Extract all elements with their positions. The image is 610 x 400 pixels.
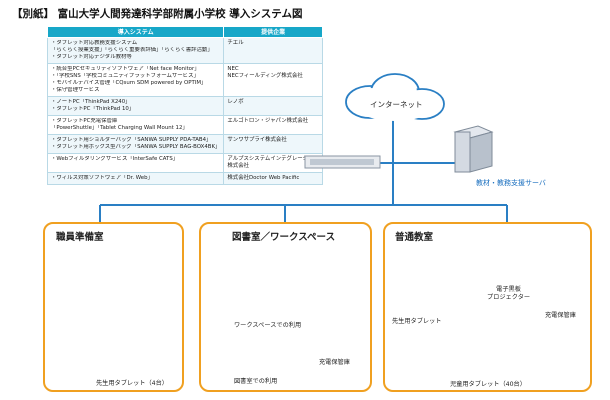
blackboard-label: 電子黒板 プロジェクター xyxy=(487,286,531,301)
library-panel xyxy=(199,222,372,392)
classroom-title: 普通教室 xyxy=(395,232,434,243)
system-cell: ・ウィルス対策ソフトウェア「Dr. Web」 xyxy=(46,172,225,185)
table-row: ・Webフィルタリングサービス「InterSafe CATS」 アルプスシステムイ… xyxy=(46,153,323,173)
company-cell: 株式会社Doctor Web Pacific xyxy=(223,172,323,185)
library-charger-label: 充電保管庫 xyxy=(319,359,350,366)
system-item: ・ウィルス対策ソフトウェア「Dr. Web」 xyxy=(51,175,153,181)
system-item: ・タブレット用ショルダーバッグ「SANWA SUPPLY PDA-TAB4」 xyxy=(51,137,212,143)
teacher-tablet-label: 先生用タブレット xyxy=(392,318,442,325)
table-row: ・タブレット対応教務支援システム「らくらく授業支援」「らくらく重要表評価」「らく… xyxy=(46,37,323,64)
system-item: ・タブレット対応デジタル教材等 xyxy=(51,54,132,60)
company-cell: チエル xyxy=(223,37,323,64)
network-switch-icon xyxy=(304,155,381,169)
system-item: ・タブレットPC「ThinkPad 10」 xyxy=(51,106,135,112)
network-lines xyxy=(99,118,508,222)
company-cell: NEC NECフィールディング株式会社 xyxy=(223,63,323,97)
page-title: 【別紙】 富山大学人間発達科学部附属小学校 導入システム図 xyxy=(12,8,303,20)
workspace-label: ワークスペースでの利用 xyxy=(234,322,302,329)
system-table: 導入システム 提供企業 ・タブレット対応教務支援システム「らくらく授業支援」「ら… xyxy=(46,26,323,185)
staff-room-title: 職員準備室 xyxy=(56,232,104,243)
library-usage-label: 図書室での利用 xyxy=(234,378,278,385)
table-row: ・タブレットPC充電保管庫「PowerShuttle」「Tablet Charg… xyxy=(46,115,323,135)
system-item: ・タブレット対応教務支援システム xyxy=(51,40,138,46)
system-cell: ・Webフィルタリングサービス「InterSafe CATS」 xyxy=(46,153,225,173)
system-item: 「PowerShuttle」「Tablet Charging Wall Moun… xyxy=(51,125,188,131)
staff-tablet-label: 先生用タブレット（4台） xyxy=(96,380,168,387)
system-item: ・「学校SNS「学校コミュニティプラットフォームサービス」 xyxy=(51,73,199,79)
system-item: 「らくらく授業支援」「らくらく重要表評価」「らくらく書評活動」 xyxy=(51,47,213,53)
classroom-panel xyxy=(383,222,592,392)
server-icon xyxy=(453,125,494,173)
library-title: 図書室／ワークスペース xyxy=(232,232,336,243)
system-item: ・統合型PCセキュリティソフトウェア「Net face Monitor」 xyxy=(51,66,200,72)
system-item: ・タブレット用ボックス型バッグ「SANWA SUPPLY BAG-BOX4BK」 xyxy=(51,144,221,150)
internet-cloud-icon xyxy=(345,73,445,121)
classroom-charger-label: 充電保管庫 xyxy=(545,312,576,319)
student-tablet-label: 児童用タブレット（40台） xyxy=(450,381,526,388)
system-cell: ・ノートPC「ThinkPad X240」・タブレットPC「ThinkPad 1… xyxy=(46,96,225,116)
system-item: ・保守管理サービス xyxy=(51,87,100,93)
system-item: ・タブレットPC充電保管庫 xyxy=(51,118,118,124)
table-row: ・ノートPC「ThinkPad X240」・タブレットPC「ThinkPad 1… xyxy=(46,96,323,116)
system-item: ・Webフィルタリングサービス「InterSafe CATS」 xyxy=(51,156,179,162)
company-cell: アルプスシステムインテグレーション 株式会社 xyxy=(223,153,323,173)
system-item: ・ノートPC「ThinkPad X240」 xyxy=(51,99,131,105)
staff-room-panel xyxy=(43,222,184,392)
system-cell: ・タブレットPC充電保管庫「PowerShuttle」「Tablet Charg… xyxy=(46,115,225,135)
internet-label: インターネット xyxy=(370,100,423,109)
table-row: ・ウィルス対策ソフトウェア「Dr. Web」 株式会社Doctor Web Pac… xyxy=(46,172,323,185)
system-item: ・モバイルデバイス管理「CQsum SDM powered by OPTIM」 xyxy=(51,80,207,86)
server-label: 教材・教務支援サーバ xyxy=(476,179,546,187)
